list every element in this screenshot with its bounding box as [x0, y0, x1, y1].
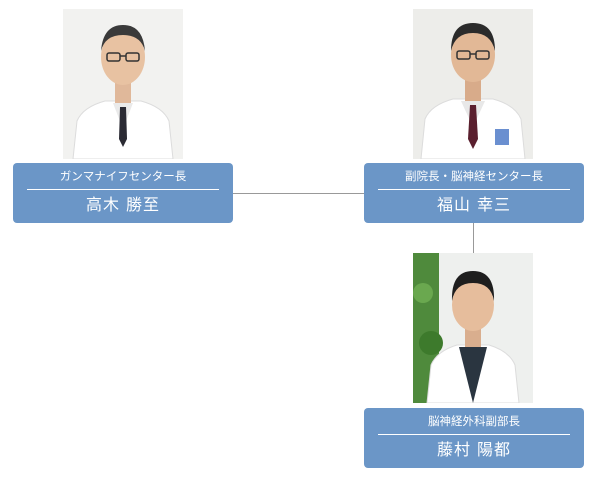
member-name: 藤村 陽都 — [436, 440, 512, 459]
portrait-photo-icon — [413, 253, 533, 403]
member-role: 脳神経外科副部長 — [428, 414, 520, 428]
member-name: 高木 勝至 — [85, 195, 161, 214]
divider — [378, 434, 570, 435]
photo-fujimura — [413, 253, 533, 403]
member-name: 福山 幸三 — [436, 195, 512, 214]
photo-fukuyama — [413, 9, 533, 159]
member-card-fujimura: 脳神経外科副部長 藤村 陽都 — [364, 408, 584, 468]
divider — [378, 189, 570, 190]
member-card-fukuyama: 副院長・脳神経センター長 福山 幸三 — [364, 163, 584, 223]
connector-horizontal — [232, 193, 364, 194]
connector-vertical — [473, 223, 474, 253]
member-card-takagi: ガンマナイフセンター長 高木 勝至 — [13, 163, 233, 223]
member-role: 副院長・脳神経センター長 — [405, 169, 543, 183]
member-role: ガンマナイフセンター長 — [59, 169, 187, 183]
divider — [27, 189, 219, 190]
portrait-photo-icon — [63, 9, 183, 159]
portrait-photo-icon — [413, 9, 533, 159]
photo-takagi — [63, 9, 183, 159]
